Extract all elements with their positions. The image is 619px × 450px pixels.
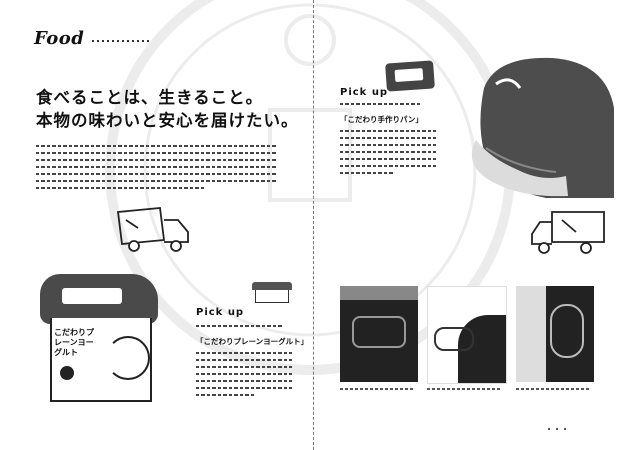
yogurt-product-photo: こだわりプレーンヨーグルト [40, 274, 164, 408]
product-subtitle-left [196, 325, 282, 332]
body-text-left [36, 145, 276, 194]
headline: 食べることは、生きること。 本物の味わいと安心を届けたい。 [36, 86, 306, 132]
product-tag-right: Pick up [340, 87, 389, 98]
product-tag-left: Pick up [196, 307, 245, 318]
photo-1 [340, 286, 418, 382]
tub-label: こだわりプレーンヨーグルト [54, 328, 94, 357]
body-text-product-left [196, 352, 292, 401]
tub-lid [40, 274, 158, 324]
delivery-truck-icon [116, 207, 189, 252]
page-number-marks [548, 428, 572, 430]
section-subtitle-dots [92, 40, 152, 42]
section-title: Food [34, 28, 85, 49]
small-product-icon [252, 282, 292, 304]
photo-3 [516, 286, 594, 382]
product-title-left: 「こだわりプレーンヨーグルト」 [196, 337, 309, 346]
bread-photo [471, 57, 614, 198]
page-spine [313, 0, 314, 450]
product-subtitle-right [340, 103, 420, 110]
photo-caption-1 [340, 388, 414, 390]
headline-line-2: 本物の味わいと安心を届けたい。 [36, 111, 299, 130]
headline-line-1: 食べることは、生きること。 [36, 88, 264, 107]
body-text-product-right [340, 130, 436, 179]
product-title-right: 「こだわり手作りパン」 [340, 115, 423, 124]
bread-product-icon [385, 60, 435, 92]
delivery-truck-icon [531, 211, 605, 254]
photo-2 [427, 286, 507, 384]
photo-caption-2 [427, 388, 501, 390]
photo-caption-3 [516, 388, 590, 390]
